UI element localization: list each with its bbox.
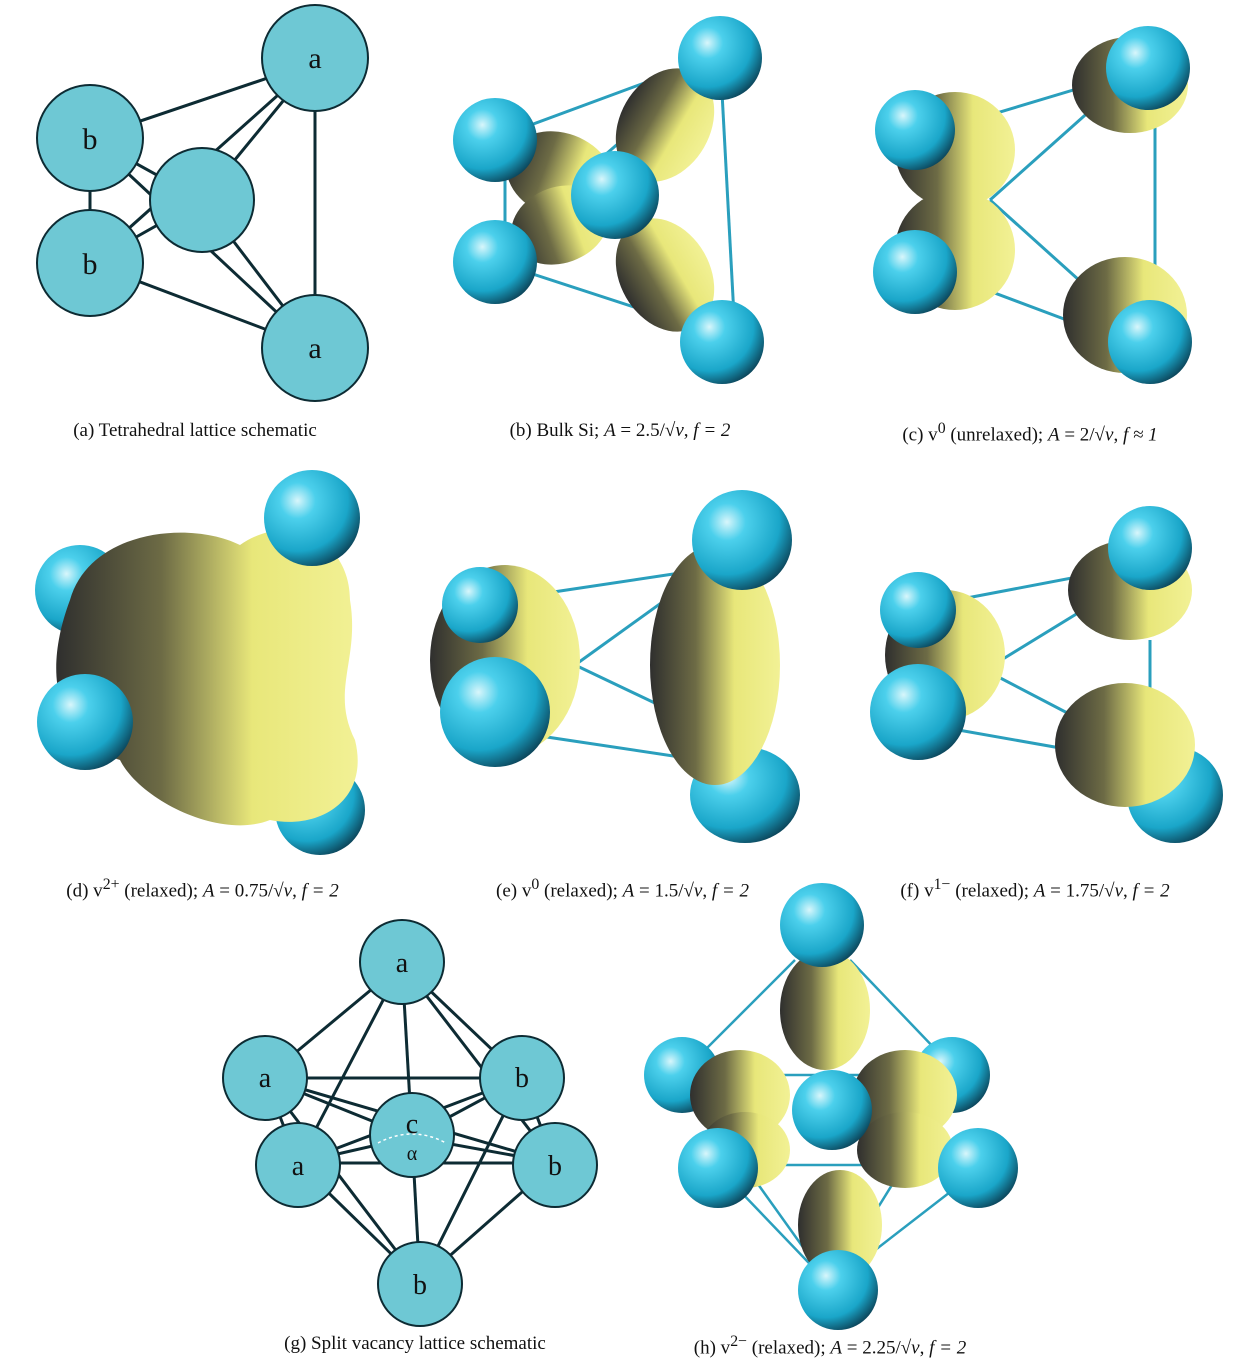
angle-label: α <box>407 1143 418 1165</box>
atom-label: a <box>396 948 409 979</box>
atom-a-top <box>261 4 369 112</box>
atom-a-left-lower <box>255 1122 341 1208</box>
panel-f-render <box>870 506 1223 843</box>
caption-g-text: (g) Split vacancy lattice schematic <box>284 1333 546 1354</box>
atom-label: a <box>292 1151 305 1182</box>
caption-a: (a) Tetrahedral lattice schematic <box>30 420 360 442</box>
atom-b-upper <box>36 84 144 192</box>
atom-b-lower <box>36 209 144 317</box>
atom-a-bottom <box>261 294 369 402</box>
atom-c-center <box>369 1092 455 1178</box>
caption-b: (b) Bulk Si; A = 2.5/√v, f = 2 <box>509 420 731 441</box>
atom-b-right-lower <box>512 1122 598 1208</box>
atom-a-left-upper <box>222 1035 308 1121</box>
caption-d: (d) v2+ (relaxed); A = 0.75/√v, f = 2 <box>66 876 339 902</box>
panel-h-render <box>644 883 1018 1330</box>
atom-label: b <box>413 1270 427 1301</box>
panel-g-schematic: a a a b b b c α <box>222 919 598 1327</box>
caption-h: (h) v2− (relaxed); A = 2.25/√v, f = 2 <box>693 1333 967 1359</box>
atom-label: b <box>548 1151 562 1182</box>
atom-label: a <box>259 1063 272 1094</box>
panel-c-render <box>873 26 1192 384</box>
caption-c: (c) v0 (unrelaxed); A = 2/√v, f ≈ 1 <box>902 420 1158 446</box>
atom-a-top <box>359 919 445 1005</box>
atom-label: b <box>83 248 98 281</box>
angle-arc <box>377 1133 447 1144</box>
atom-label: b <box>515 1063 529 1094</box>
panel-e-render <box>430 490 800 843</box>
atom-label: b <box>83 123 98 156</box>
atom-b-bottom <box>377 1241 463 1327</box>
caption-f: (f) v1− (relaxed); A = 1.75/√v, f = 2 <box>900 876 1170 902</box>
caption-e: (e) v0 (relaxed); A = 1.5/√v, f = 2 <box>496 876 749 902</box>
panel-d-render <box>35 470 365 855</box>
atom-label: a <box>308 332 321 365</box>
atom-center <box>149 147 255 253</box>
atom-label: a <box>308 42 321 75</box>
atom-b-right-upper <box>479 1035 565 1121</box>
atom-label: c <box>406 1109 418 1140</box>
caption-a-text: (a) Tetrahedral lattice schematic <box>73 420 317 441</box>
panel-b-render <box>453 16 764 384</box>
caption-g: (g) Split vacancy lattice schematic <box>245 1333 585 1355</box>
panel-a-schematic: a b b a <box>36 4 369 402</box>
